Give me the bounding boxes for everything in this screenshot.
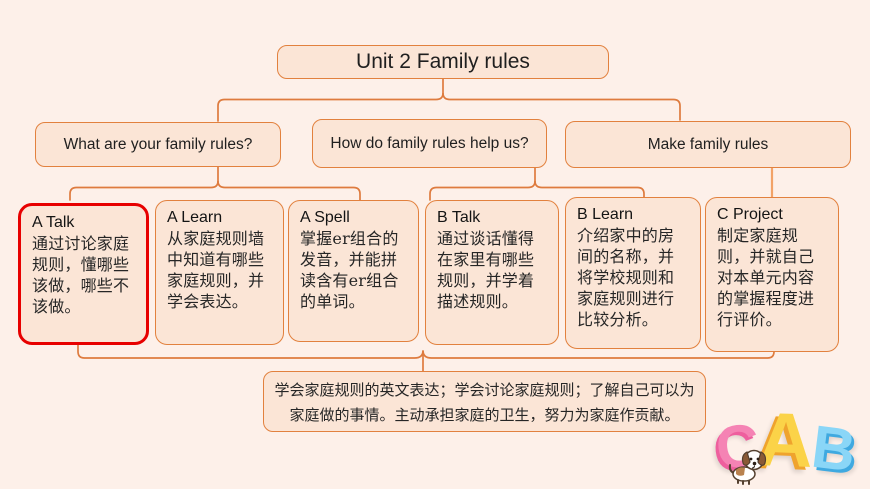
summary-text: 学会家庭规则的英文表达；学会讨论家庭规则；了解自己可以为家庭做的事情。主动承担家… <box>274 381 695 424</box>
lesson-text: 掌握er组合的发音，并能拼读含有er组合的单词。 <box>300 229 399 312</box>
branch-node-make-rules: Make family rules <box>565 121 851 168</box>
branch-label: How do family rules help us? <box>330 134 529 152</box>
lesson-node-c-project: C Project 制定家庭规则，并就自己对本单元内容的掌握程度进行评价。 <box>705 197 839 352</box>
lesson-heading: A Talk <box>32 214 75 231</box>
lesson-text: 制定家庭规则，并就自己对本单元内容的掌握程度进行评价。 <box>717 226 815 330</box>
branch-label: What are your family rules? <box>63 135 253 153</box>
branch-node-how-help: How do family rules help us? <box>312 119 547 168</box>
puppy-icon <box>728 449 767 485</box>
lesson-heading: B Learn <box>577 206 634 223</box>
lesson-text: 从家庭规则墙中知道有哪些家庭规则，并学会表达。 <box>167 229 265 312</box>
title-node: Unit 2 Family rules <box>277 45 609 79</box>
lesson-node-b-talk: B Talk 通过谈话懂得在家里有哪些规则，并学着描述规则。 <box>425 200 559 345</box>
lesson-node-b-learn: B Learn 介绍家中的房间的名称，并将学校规则和家庭规则进行比较分析。 <box>565 197 701 349</box>
lesson-text: 介绍家中的房间的名称，并将学校规则和家庭规则进行比较分析。 <box>577 226 675 330</box>
branch-node-what-rules: What are your family rules? <box>35 122 281 167</box>
lesson-node-a-spell: A Spell 掌握er组合的发音，并能拼读含有er组合的单词。 <box>288 200 419 342</box>
lesson-heading: C Project <box>717 206 783 223</box>
lesson-heading: A Spell <box>300 209 350 226</box>
cab-logo: C A B <box>713 397 864 489</box>
lesson-heading: A Learn <box>167 209 223 226</box>
branch-label: Make family rules <box>647 135 769 153</box>
lesson-node-a-learn: A Learn 从家庭规则墙中知道有哪些家庭规则，并学会表达。 <box>155 200 284 345</box>
summary-node: 学会家庭规则的英文表达；学会讨论家庭规则；了解自己可以为家庭做的事情。主动承担家… <box>263 371 706 432</box>
lesson-text: 通过谈话懂得在家里有哪些规则，并学着描述规则。 <box>437 229 535 312</box>
lesson-text: 通过讨论家庭规则，懂哪些该做，哪些不该做。 <box>32 234 130 317</box>
lesson-node-a-talk: A Talk 通过讨论家庭规则，懂哪些该做，哪些不该做。 <box>18 203 149 345</box>
logo-letter-b: B <box>808 412 860 485</box>
unit-title: Unit 2 Family rules <box>356 50 530 73</box>
lesson-heading: B Talk <box>437 209 481 226</box>
